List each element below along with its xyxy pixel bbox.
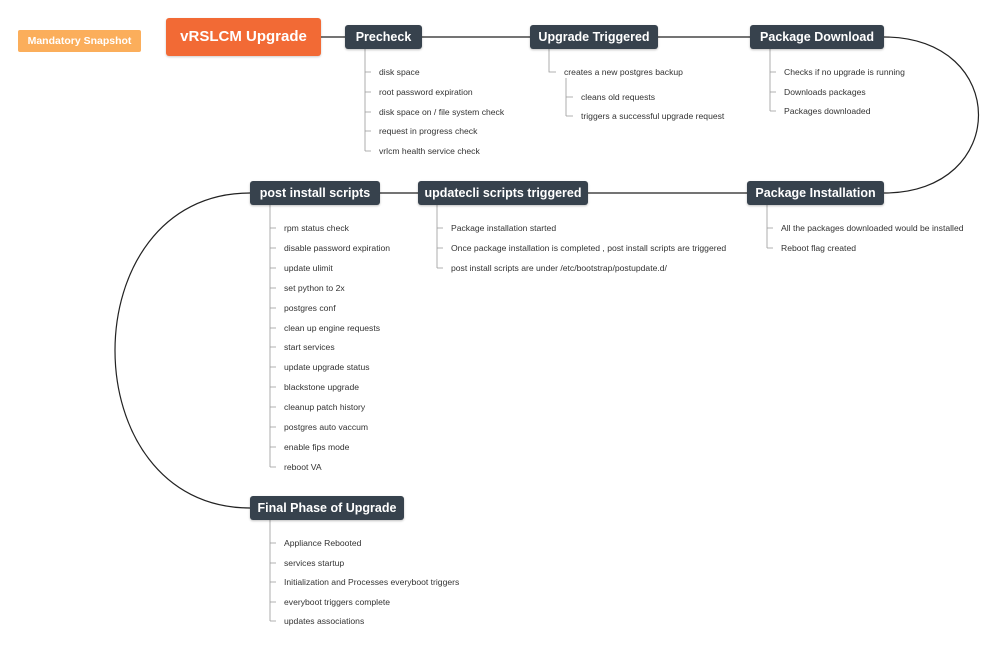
precheck-item: disk space xyxy=(379,67,420,77)
branch-postinstall xyxy=(269,205,276,468)
post-install-item: update ulimit xyxy=(284,263,333,273)
post-install-item: rpm status check xyxy=(284,223,349,233)
upgrade-triggered-subitem: cleans old requests xyxy=(581,92,656,102)
branch-final xyxy=(269,520,276,622)
package-download-item: Checks if no upgrade is running xyxy=(784,67,905,77)
updatecli-item: post install scripts are under /etc/boot… xyxy=(451,263,667,273)
precheck-item: request in progress check xyxy=(379,126,478,136)
post-install-item: disable password expiration xyxy=(284,243,391,253)
upgrade-triggered-subitem: triggers a successful upgrade request xyxy=(581,111,725,121)
final-phase-item: Appliance Rebooted xyxy=(284,538,362,548)
package-download-item: Downloads packages xyxy=(784,87,866,97)
package-download-item: Packages downloaded xyxy=(784,106,871,116)
node-package-download[interactable]: Package Download xyxy=(750,25,884,49)
post-install-item: start services xyxy=(284,342,335,352)
final-phase-item: updates associations xyxy=(284,616,365,626)
updatecli-item: Package installation started xyxy=(451,223,557,233)
final-phase-item: everyboot triggers complete xyxy=(284,597,391,607)
final-phase-item: services startup xyxy=(284,558,345,568)
post-install-item: cleanup patch history xyxy=(284,402,366,412)
post-install-item: update upgrade status xyxy=(284,362,370,372)
package-installation-item: Reboot flag created xyxy=(781,243,857,253)
node-post-install-scripts[interactable]: post install scripts xyxy=(250,181,380,205)
node-package-installation[interactable]: Package Installation xyxy=(747,181,884,205)
post-install-item: enable fips mode xyxy=(284,442,350,452)
node-upgrade-triggered[interactable]: Upgrade Triggered xyxy=(530,25,658,49)
branch-precheck xyxy=(364,49,371,152)
branch-upgrade xyxy=(548,49,573,117)
post-install-item: set python to 2x xyxy=(284,283,345,293)
post-install-item: postgres conf xyxy=(284,303,336,313)
node-final-phase[interactable]: Final Phase of Upgrade xyxy=(250,496,404,520)
post-install-item: reboot VA xyxy=(284,462,322,472)
final-phase-item: Initialization and Processes everyboot t… xyxy=(284,577,460,587)
connector-postinstall-final xyxy=(114,192,251,509)
post-install-item: blackstone upgrade xyxy=(284,382,360,392)
upgrade-triggered-item: creates a new postgres backup xyxy=(564,67,683,77)
precheck-item: disk space on / file system check xyxy=(379,107,505,117)
post-install-item: postgres auto vaccum xyxy=(284,422,369,432)
branch-updatecli xyxy=(436,205,443,269)
connector-download-installation xyxy=(883,36,979,194)
package-installation-item: All the packages downloaded would be ins… xyxy=(781,223,964,233)
mandatory-snapshot-badge: Mandatory Snapshot xyxy=(18,30,141,52)
branch-download xyxy=(769,49,776,112)
precheck-item: vrlcm health service check xyxy=(379,146,480,156)
root-title-node[interactable]: vRSLCM Upgrade xyxy=(166,18,321,56)
post-install-item: clean up engine requests xyxy=(284,323,381,333)
branch-installation xyxy=(766,205,773,249)
updatecli-item: Once package installation is completed ,… xyxy=(451,243,727,253)
node-updatecli-scripts[interactable]: updatecli scripts triggered xyxy=(418,181,588,205)
node-precheck[interactable]: Precheck xyxy=(345,25,422,49)
precheck-item: root password expiration xyxy=(379,87,473,97)
